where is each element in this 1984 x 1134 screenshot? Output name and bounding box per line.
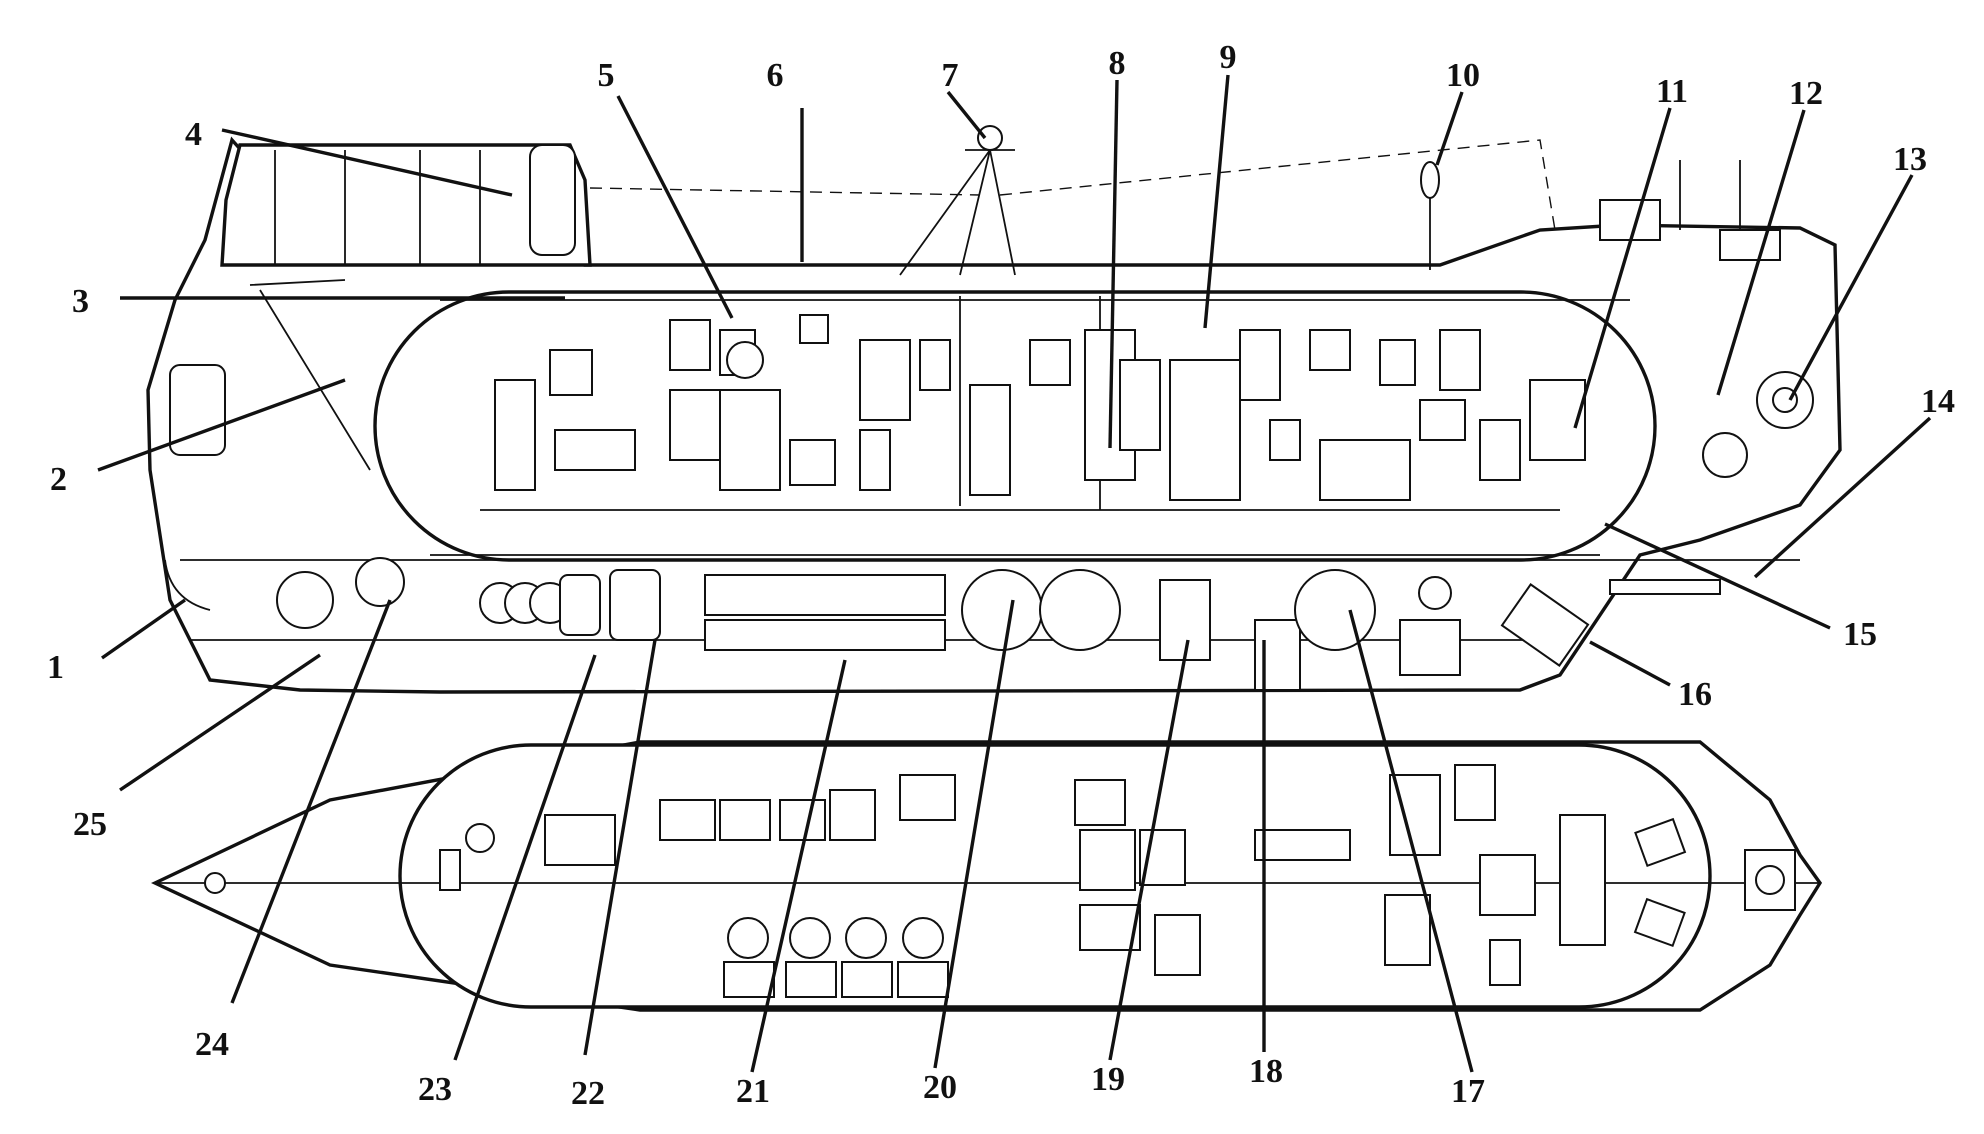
- sail: [220, 143, 592, 267]
- leader-8: [1108, 79, 1119, 449]
- leader-9: [1203, 74, 1230, 329]
- callout-1: 1: [47, 649, 64, 686]
- leader-1: [101, 598, 186, 660]
- callout-18: 18: [1249, 1053, 1283, 1090]
- callout-6: 6: [767, 57, 784, 94]
- callout-25: 25: [73, 806, 107, 843]
- callout-labels: 1 2 3 4 5 6 7 8 9 10 11 12 13 14 15 16 1…: [47, 39, 1955, 1112]
- callout-7: 7: [942, 57, 959, 94]
- callout-11: 11: [1656, 73, 1688, 110]
- leader-21: [750, 659, 847, 1073]
- callout-23: 23: [418, 1071, 452, 1108]
- leader-lines: [97, 74, 1932, 1073]
- plan-view: [151, 740, 1823, 1012]
- leader-13: [1788, 174, 1914, 401]
- leader-7: [946, 90, 987, 140]
- leader-15: [1604, 522, 1831, 630]
- callout-19: 19: [1091, 1061, 1125, 1098]
- leader-2: [97, 378, 346, 472]
- callout-16: 16: [1678, 676, 1712, 713]
- callout-24: 24: [195, 1026, 229, 1063]
- callout-15: 15: [1843, 616, 1877, 653]
- callout-13: 13: [1893, 141, 1927, 178]
- leader-5: [616, 95, 734, 319]
- leader-17: [1348, 609, 1474, 1073]
- callout-5: 5: [598, 57, 615, 94]
- leader-22: [583, 639, 657, 1056]
- leader-19: [1108, 639, 1190, 1061]
- callout-10: 10: [1446, 57, 1480, 94]
- leader-24: [230, 599, 392, 1004]
- callout-22: 22: [571, 1075, 605, 1112]
- callout-17: 17: [1451, 1073, 1485, 1110]
- lower-deck-equipment: [276, 557, 1461, 691]
- leader-11: [1573, 107, 1672, 429]
- leader-4: [221, 128, 513, 197]
- callout-14: 14: [1921, 383, 1955, 420]
- aft-compartment-equipment: [1119, 329, 1586, 501]
- callout-8: 8: [1109, 45, 1126, 82]
- callout-3: 3: [72, 283, 89, 320]
- leader-12: [1716, 109, 1806, 396]
- callout-20: 20: [923, 1069, 957, 1106]
- leader-20: [933, 599, 1015, 1069]
- leader-16: [1589, 640, 1671, 687]
- callout-2: 2: [50, 461, 67, 498]
- leader-23: [453, 654, 597, 1061]
- callout-12: 12: [1789, 75, 1823, 112]
- callout-4: 4: [185, 116, 202, 153]
- leader-25: [119, 653, 321, 792]
- callout-9: 9: [1220, 39, 1237, 76]
- callout-21: 21: [736, 1073, 770, 1110]
- leader-14: [1753, 416, 1932, 579]
- forward-compartment-equipment: [494, 314, 1136, 496]
- battery-cells: [723, 917, 949, 998]
- leader-10: [1435, 91, 1464, 166]
- side-elevation: [146, 125, 1842, 694]
